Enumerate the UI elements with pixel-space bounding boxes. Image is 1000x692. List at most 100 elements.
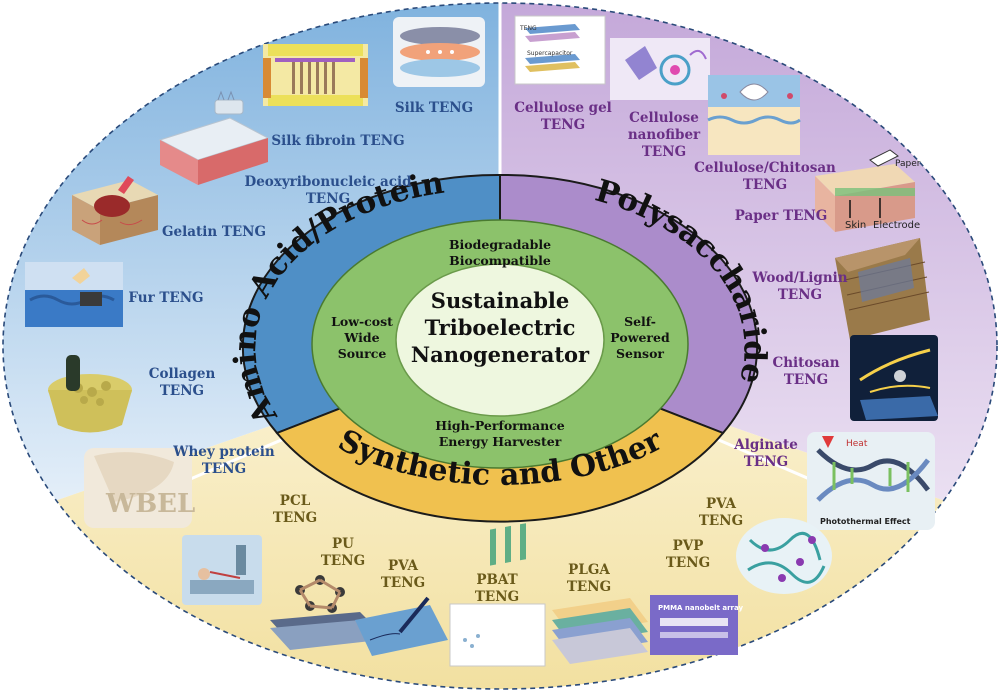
label-pva-2-line1: PVA (705, 496, 737, 512)
label-plga-line1: PLGA (568, 562, 610, 578)
prop-high-performance: High-Performance (435, 418, 565, 433)
label-chitosan-line1: Chitosan (772, 355, 840, 371)
label-pbat: PBAT TENG (475, 572, 519, 606)
label-cellulose-chitosan-line2: TENG (742, 177, 788, 193)
label-collagen: Collagen TENG (149, 366, 216, 400)
wood-lignin-image (835, 238, 930, 340)
cellulose-gel-supercap: Supercapacitor (527, 50, 573, 57)
fur-teng-image (25, 262, 123, 327)
label-dna-line1: Deoxyribonucleic acid (244, 174, 412, 190)
label-collagen-line1: Collagen (148, 366, 216, 382)
prop-biodegradable: Biodegradable (448, 237, 552, 252)
collagen-teng-image (48, 355, 132, 433)
label-cellulose-chitosan-line1: Cellulose/Chitosan (694, 160, 836, 176)
center-line1: Sustainable (430, 288, 570, 313)
label-pu: PU TENG (321, 536, 365, 570)
chitosan-teng-image (850, 335, 938, 421)
dna-teng-image (158, 90, 270, 185)
prop-source: Source (337, 346, 387, 361)
label-cellulose-nanofiber-line3: TENG (641, 144, 687, 160)
prop-self: Self- (624, 314, 656, 329)
label-pva-1-line2: TENG (380, 575, 426, 591)
whey-wbel-text: WBEL (105, 489, 195, 519)
prop-wide: Wide (344, 330, 380, 345)
pu-teng-image (270, 575, 380, 650)
label-whey-line2: TENG (201, 461, 247, 477)
label-cellulose-chitosan: Cellulose/Chitosan TENG (694, 160, 836, 194)
prop-bottom: High-Performance Energy Harvester (435, 418, 564, 450)
prop-biocompatible: Biocompatible (449, 253, 551, 268)
label-chitosan-line2: TENG (783, 372, 829, 388)
label-dna-line2: TENG (305, 191, 351, 207)
label-pva-2: PVA TENG (699, 496, 743, 530)
label-paper: Paper TENG (734, 208, 828, 224)
label-pvp: PVP TENG (666, 538, 710, 572)
cellulose-gel-teng-small: TENG (519, 25, 537, 32)
label-pva-1-line1: PVA (387, 558, 419, 574)
gelatin-teng-image (72, 176, 158, 245)
label-pcl-line2: TENG (272, 510, 318, 526)
label-cellulose-gel-line1: Cellulose gel (514, 100, 612, 116)
pvp-teng-image: PMMA nanobelt array (650, 595, 743, 655)
label-alginate-line2: TENG (743, 454, 789, 470)
label-cellulose-nanofiber-line2: nanofiber (627, 127, 701, 143)
center-line2: Triboelectric (424, 315, 576, 340)
prop-left: Low-cost Wide Source (331, 314, 393, 362)
label-silk-fibroin: Silk fibroin TENG (271, 133, 405, 149)
label-pvp-line2: TENG (665, 555, 711, 571)
label-dna: Deoxyribonucleic acid TENG (244, 174, 411, 208)
photothermal-text: Photothermal Effect (820, 517, 911, 526)
cellulose-nanofiber-image (610, 38, 710, 100)
paper-teng-image: Paper Skin Electrode (815, 149, 921, 232)
label-cellulose-gel-line2: TENG (540, 117, 586, 133)
alginate-heat-text: Heat (846, 439, 868, 449)
label-collagen-line2: TENG (159, 383, 205, 399)
electrode-word-text: Electrode (873, 220, 920, 231)
alginate-teng-image: Heat Photothermal Effect (807, 432, 935, 530)
skin-word-text: Skin (845, 220, 866, 231)
label-wood-line2: TENG (777, 287, 823, 303)
label-plga-line2: TENG (566, 579, 612, 595)
label-pvp-line1: PVP (672, 538, 704, 554)
cellulose-gel-image: TENG Supercapacitor (514, 15, 606, 85)
silk-fibroin-image (263, 44, 368, 106)
prop-low-cost: Low-cost (331, 314, 393, 329)
pva2-teng-image (736, 518, 832, 594)
label-whey-line1: Whey protein (173, 444, 275, 460)
label-pbat-line2: TENG (474, 589, 520, 605)
center-line3: Nanogenerator (410, 342, 590, 367)
label-cellulose-nanofiber: Cellulose nanofiber TENG (628, 110, 700, 161)
prop-powered: Powered (610, 330, 670, 345)
pcl-teng-image (182, 535, 262, 605)
label-pu-line1: PU (332, 536, 354, 552)
label-pu-line2: TENG (320, 553, 366, 569)
label-alginate: Alginate TENG (734, 437, 798, 471)
prop-right: Self- Powered Sensor (610, 314, 669, 362)
label-alginate-line1: Alginate (734, 437, 798, 453)
label-pva-1: PVA TENG (381, 558, 425, 592)
label-pva-2-line2: TENG (698, 513, 744, 529)
pbat-teng-image (449, 523, 546, 667)
label-cellulose-gel: Cellulose gel TENG (514, 100, 612, 134)
label-plga: PLGA TENG (567, 562, 611, 596)
label-chitosan: Chitosan TENG (772, 355, 839, 389)
whey-protein-image: WBEL (84, 448, 195, 528)
label-wood-lignin: Wood/Lignin TENG (752, 270, 847, 304)
center-title: Sustainable Triboelectric Nanogenerator (411, 287, 589, 368)
label-fur: Fur TENG (128, 290, 204, 306)
paper-word-text: Paper (895, 159, 921, 169)
prop-top: Biodegradable Biocompatible (449, 237, 551, 269)
pvp-pmma-text: PMMA nanobelt array (658, 604, 743, 612)
cellulose-chitosan-image (707, 75, 801, 155)
label-cellulose-nanofiber-line1: Cellulose (629, 110, 699, 126)
label-pbat-line1: PBAT (476, 572, 518, 588)
prop-sensor: Sensor (615, 346, 665, 361)
label-wood-line1: Wood/Lignin (752, 270, 848, 286)
prop-energy-harvester: Energy Harvester (438, 434, 562, 449)
label-pcl-line1: PCL (279, 493, 311, 509)
silk-teng-image (393, 17, 485, 87)
label-pcl: PCL TENG (273, 493, 317, 527)
pva-teng-image (355, 596, 448, 656)
